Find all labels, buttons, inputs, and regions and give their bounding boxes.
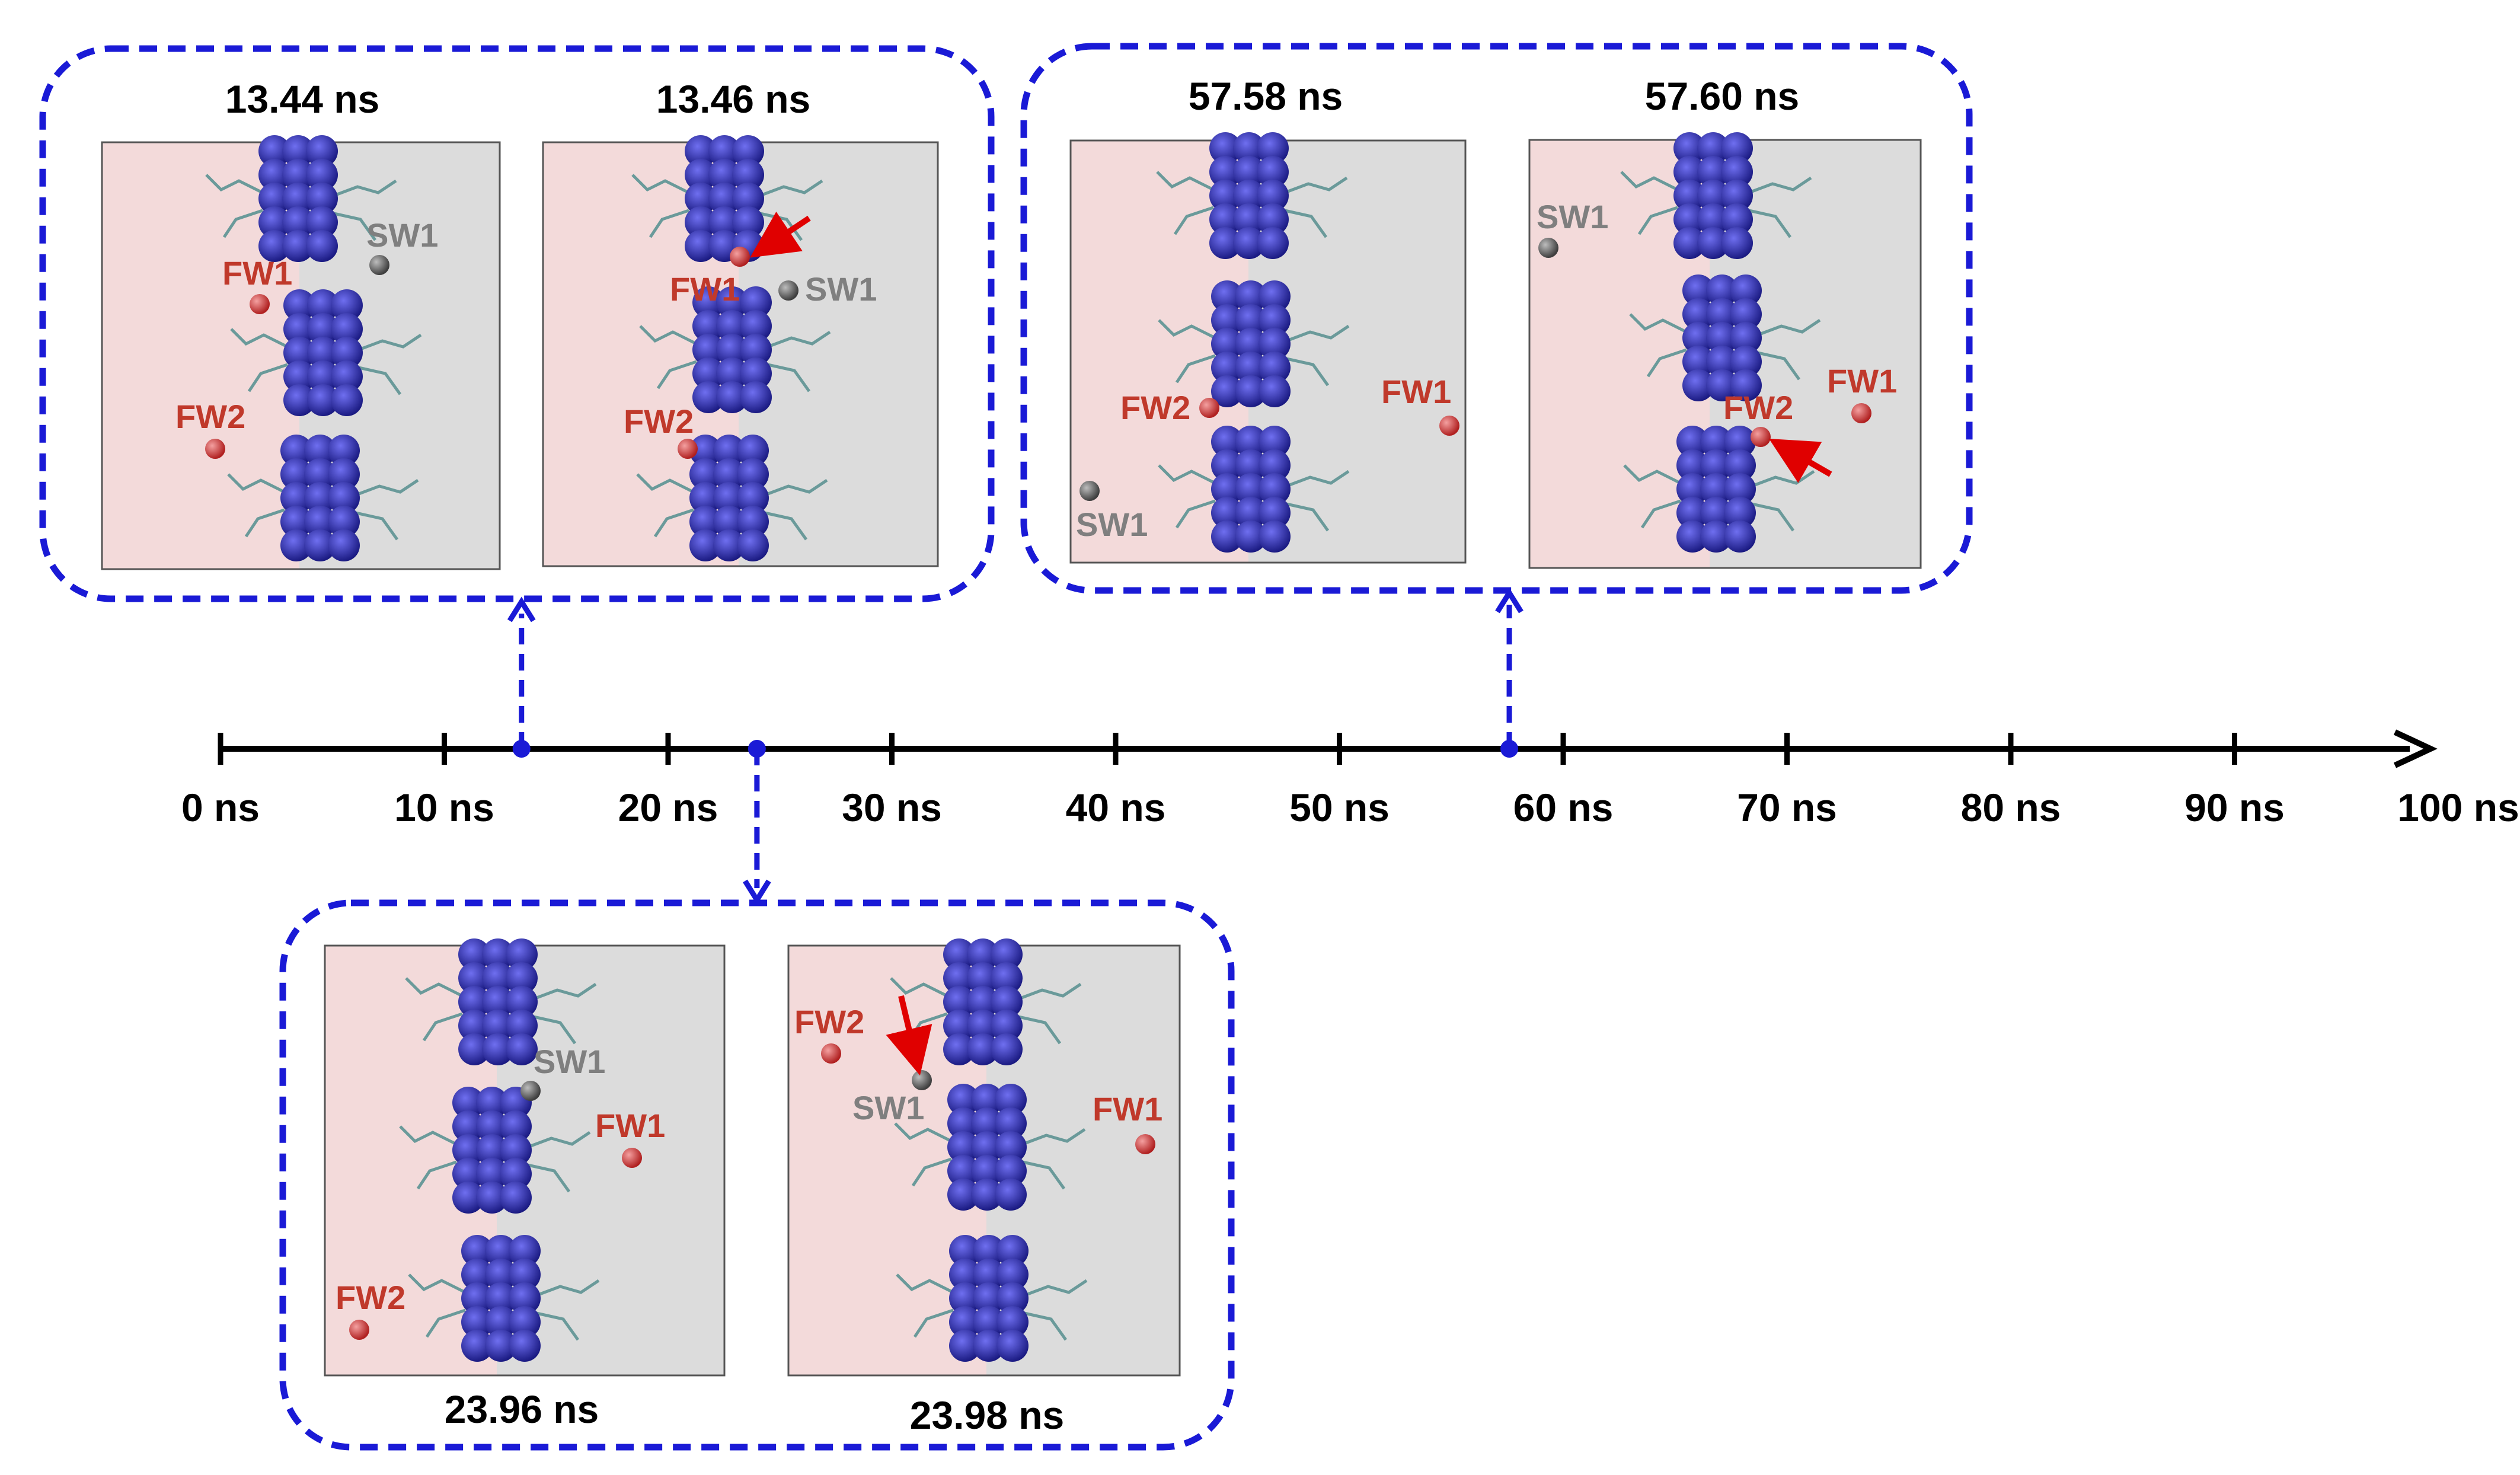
fw-particle xyxy=(1851,403,1871,423)
marker-arrowhead xyxy=(1495,588,1524,614)
timeline-tick-label: 40 ns xyxy=(1066,786,1166,829)
particle-label: FW2 xyxy=(624,403,694,440)
molecule-cluster xyxy=(1158,426,1350,553)
particle-label: FW2 xyxy=(336,1279,405,1316)
molecule-cluster xyxy=(639,286,831,413)
timeline-tick-label: 70 ns xyxy=(1737,786,1837,829)
sw-particle xyxy=(1079,481,1100,501)
particle-label: FW2 xyxy=(1723,389,1793,426)
timeline-tick-label: 90 ns xyxy=(2184,786,2285,829)
fw-particle xyxy=(1751,427,1771,447)
fw-particle xyxy=(622,1148,642,1168)
molecule-cluster xyxy=(636,435,828,561)
marker-arrowhead xyxy=(507,596,536,622)
particle-label: SW1 xyxy=(1537,198,1608,235)
molecule-cluster xyxy=(408,1235,600,1362)
red-pointer-arrow xyxy=(1769,439,1832,483)
fw-particle xyxy=(205,439,225,459)
timeline-tick-label: 30 ns xyxy=(842,786,942,829)
fw-particle xyxy=(1135,1134,1155,1154)
molecule-cluster xyxy=(1158,280,1350,407)
particle-label: SW1 xyxy=(852,1089,924,1126)
molecule-cluster xyxy=(399,1087,591,1214)
fw-particle xyxy=(678,439,698,459)
particle-label: SW1 xyxy=(534,1043,605,1080)
molecule-cluster xyxy=(227,435,419,561)
sw-particle xyxy=(520,1081,541,1101)
particle-label: FW1 xyxy=(1381,373,1451,410)
panel-time-label: 13.44 ns xyxy=(225,77,380,121)
timeline-tick-label: 0 ns xyxy=(181,786,260,829)
fw-particle xyxy=(1439,416,1459,436)
red-pointer-arrow xyxy=(886,995,932,1076)
red-pointer-arrow xyxy=(750,211,811,258)
sw-particle xyxy=(1538,238,1558,258)
marker-arrowhead xyxy=(743,879,771,905)
fw-particle xyxy=(349,1320,369,1340)
timeline-marker-dot xyxy=(748,740,766,758)
panel-time-label: 13.46 ns xyxy=(656,77,811,121)
molecule-cluster xyxy=(230,289,422,416)
timeline-marker-dot xyxy=(512,740,531,758)
panel-time-label: 57.58 ns xyxy=(1189,74,1343,118)
particle-label: FW2 xyxy=(175,398,245,435)
panel-time-label: 57.60 ns xyxy=(1645,74,1800,118)
molecule-cluster xyxy=(890,938,1082,1065)
fw-particle xyxy=(730,247,750,267)
particle-label: SW1 xyxy=(1076,506,1148,543)
timeline-tick-label: 100 ns xyxy=(2397,786,2519,829)
molecule-cluster xyxy=(631,135,823,262)
particle-label: FW1 xyxy=(1827,362,1897,400)
timeline-tick-label: 20 ns xyxy=(618,786,718,829)
molecule-cluster xyxy=(1620,132,1812,259)
particle-label: FW1 xyxy=(1093,1090,1162,1128)
particle-label: SW1 xyxy=(805,270,877,308)
group-frame-13ns xyxy=(39,45,995,602)
particle-label: FW2 xyxy=(794,1003,864,1040)
particle-label: FW1 xyxy=(670,270,740,308)
panel-time-label: 23.98 ns xyxy=(910,1393,1065,1437)
molecule-cluster xyxy=(205,135,397,262)
particle-label: FW2 xyxy=(1120,389,1190,426)
molecule-cluster xyxy=(1156,132,1348,259)
timeline-tick-label: 50 ns xyxy=(1289,786,1390,829)
sw-particle xyxy=(369,255,389,275)
molecule-cluster xyxy=(894,1084,1086,1211)
molecule-cluster xyxy=(1629,274,1821,401)
sw-particle xyxy=(912,1070,932,1090)
fw-particle xyxy=(1199,398,1219,418)
sw-particle xyxy=(778,280,799,301)
particle-label: SW1 xyxy=(366,216,438,254)
fw-particle xyxy=(821,1043,841,1064)
particle-label: FW1 xyxy=(222,254,292,292)
group-frame-57ns xyxy=(1020,43,1973,594)
molecule-cluster xyxy=(896,1235,1088,1362)
particle-label: FW1 xyxy=(595,1107,665,1144)
timeline-tick-label: 80 ns xyxy=(1961,786,2061,829)
molecule-cluster xyxy=(405,938,597,1065)
timeline-tick-label: 60 ns xyxy=(1513,786,1614,829)
timeline-marker-dot xyxy=(1500,740,1519,758)
timeline-axis xyxy=(221,729,2438,768)
molecule-cluster xyxy=(1623,426,1815,553)
panel-time-label: 23.96 ns xyxy=(445,1387,599,1431)
fw-particle xyxy=(250,294,270,314)
timeline-tick-label: 10 ns xyxy=(394,786,494,829)
